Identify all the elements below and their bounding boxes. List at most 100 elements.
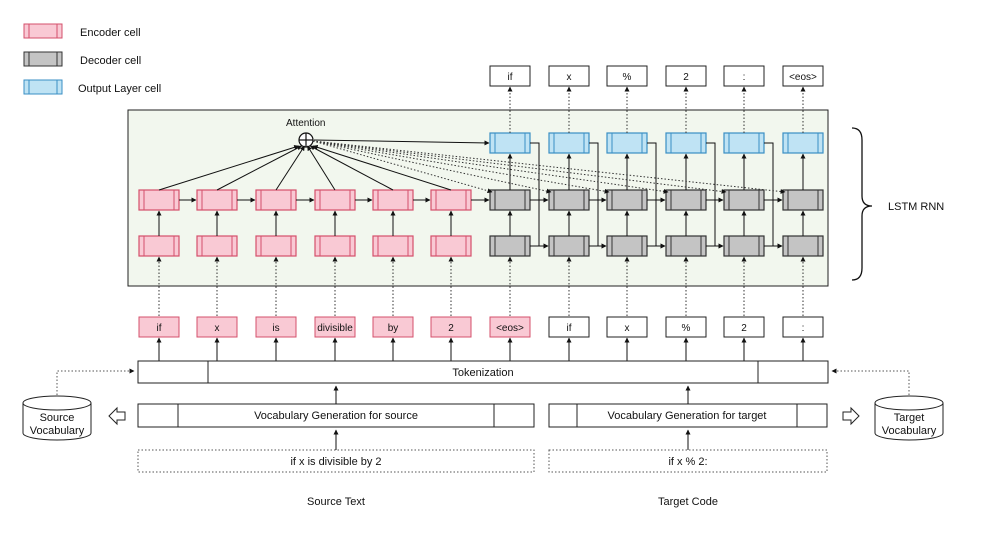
vocab-target-label: Vocabulary Generation for target xyxy=(608,410,767,422)
decoder-input-token: : xyxy=(782,316,824,338)
attention-link xyxy=(158,144,300,191)
source-text-box: if x is divisible by 2 xyxy=(137,449,535,473)
output-layer-cell xyxy=(606,132,648,154)
decoder-input-token: 2 xyxy=(723,316,765,338)
attention-link xyxy=(312,144,452,191)
encoder-cell-upper xyxy=(430,189,472,211)
encoder-cell-upper xyxy=(372,189,414,211)
target-caption: Target Code xyxy=(658,496,718,508)
output-layer-cell xyxy=(665,132,707,154)
output-token-label: 2 xyxy=(683,72,689,83)
decoder-cell-lower xyxy=(782,235,824,257)
source-token: divisible xyxy=(314,316,356,338)
source-token-label: 2 xyxy=(448,323,454,334)
attention-link xyxy=(309,145,394,191)
decoder-cell-lower xyxy=(489,235,531,257)
target-vocabulary-db: Target Vocabulary xyxy=(874,395,944,441)
lstm-brace xyxy=(851,127,873,281)
feedback-connector xyxy=(647,142,657,246)
source-token-label: <eos> xyxy=(496,323,524,334)
encoder-cell-lower xyxy=(196,235,238,257)
legend-encoder-label: Encoder cell xyxy=(80,27,141,39)
output-token: : xyxy=(723,65,765,87)
output-token-label: if xyxy=(508,72,513,83)
hollow-arrow-left-icon xyxy=(108,406,126,426)
encoder-cell-upper xyxy=(138,189,180,211)
legend: Encoder cell Decoder cell Output Layer c… xyxy=(23,23,161,95)
vocab-source-label: Vocabulary Generation for source xyxy=(254,410,418,422)
source-vocabulary-db: Source Vocabulary xyxy=(22,395,92,441)
output-layer-cell xyxy=(548,132,590,154)
output-layer-cell xyxy=(723,132,765,154)
tokenization-bar: Tokenization xyxy=(137,360,829,384)
decoder-input-token-label: x xyxy=(625,323,630,334)
decoder-cell-lower xyxy=(723,235,765,257)
encoder-cell-lower xyxy=(372,235,414,257)
target-vocabulary-line1: Target xyxy=(894,412,925,424)
target-vocab-connector xyxy=(831,368,910,395)
source-text: if x is divisible by 2 xyxy=(290,456,381,468)
decoder-cell-lower xyxy=(665,235,707,257)
decoder-input-token: x xyxy=(606,316,648,338)
target-text-box: if x % 2: xyxy=(548,449,828,473)
output-token-label: : xyxy=(743,72,746,83)
attention-dotted-link xyxy=(312,140,669,194)
attention-output-arrow xyxy=(313,139,490,146)
output-layer-cell xyxy=(782,132,824,154)
target-vocabulary-line2: Vocabulary xyxy=(882,425,937,437)
attention-dotted-link xyxy=(312,140,493,194)
attention-label: Attention xyxy=(286,118,325,129)
encoder-cell-lower xyxy=(138,235,180,257)
attention-link xyxy=(307,145,336,191)
lstm-panel xyxy=(127,109,829,287)
legend-output-swatch xyxy=(23,79,63,95)
feedback-connector xyxy=(589,142,599,246)
legend-encoder-swatch xyxy=(23,23,63,39)
attention-dotted-link xyxy=(312,140,610,194)
target-text: if x % 2: xyxy=(668,456,707,468)
encoder-cell-upper xyxy=(314,189,356,211)
decoder-cell-upper xyxy=(489,189,531,211)
output-token: x xyxy=(548,65,590,87)
source-vocabulary-line2: Vocabulary xyxy=(30,425,85,437)
feedback-connector xyxy=(764,142,774,246)
attention-dotted-link xyxy=(312,140,727,194)
tokenization-label: Tokenization xyxy=(452,367,513,379)
legend-output: Output Layer cell xyxy=(23,79,161,95)
decoder-cell-upper xyxy=(723,189,765,211)
decoder-input-token: % xyxy=(665,316,707,338)
feedback-connector xyxy=(530,142,540,246)
decoder-input-token-label: % xyxy=(682,323,691,334)
source-token: is xyxy=(255,316,297,338)
output-token-label: <eos> xyxy=(789,72,817,83)
encoder-cell-lower xyxy=(255,235,297,257)
vocab-target-bar: Vocabulary Generation for target xyxy=(548,403,828,428)
hollow-arrow-right-icon xyxy=(842,406,860,426)
output-token: if xyxy=(489,65,531,87)
decoder-cell-lower xyxy=(548,235,590,257)
output-token: % xyxy=(606,65,648,87)
source-token: by xyxy=(372,316,414,338)
encoder-cell-lower xyxy=(430,235,472,257)
decoder-input-token-label: if xyxy=(567,323,572,334)
decoder-cell-lower xyxy=(606,235,648,257)
legend-decoder-swatch xyxy=(23,51,63,67)
decoder-cell-upper xyxy=(665,189,707,211)
encoder-cell-upper xyxy=(255,189,297,211)
decoder-cell-upper xyxy=(548,189,590,211)
source-token-label: divisible xyxy=(317,323,353,334)
feedback-connector xyxy=(706,142,716,246)
vocab-source-bar: Vocabulary Generation for source xyxy=(137,403,535,428)
output-token-label: % xyxy=(623,72,632,83)
decoder-cell-upper xyxy=(782,189,824,211)
encoder-cell-upper xyxy=(196,189,238,211)
source-token: if xyxy=(138,316,180,338)
output-token: <eos> xyxy=(782,65,824,87)
source-token-label: by xyxy=(388,323,399,334)
output-token-label: x xyxy=(567,72,572,83)
source-token: 2 xyxy=(430,316,472,338)
source-token: x xyxy=(196,316,238,338)
source-token: <eos> xyxy=(489,316,531,338)
